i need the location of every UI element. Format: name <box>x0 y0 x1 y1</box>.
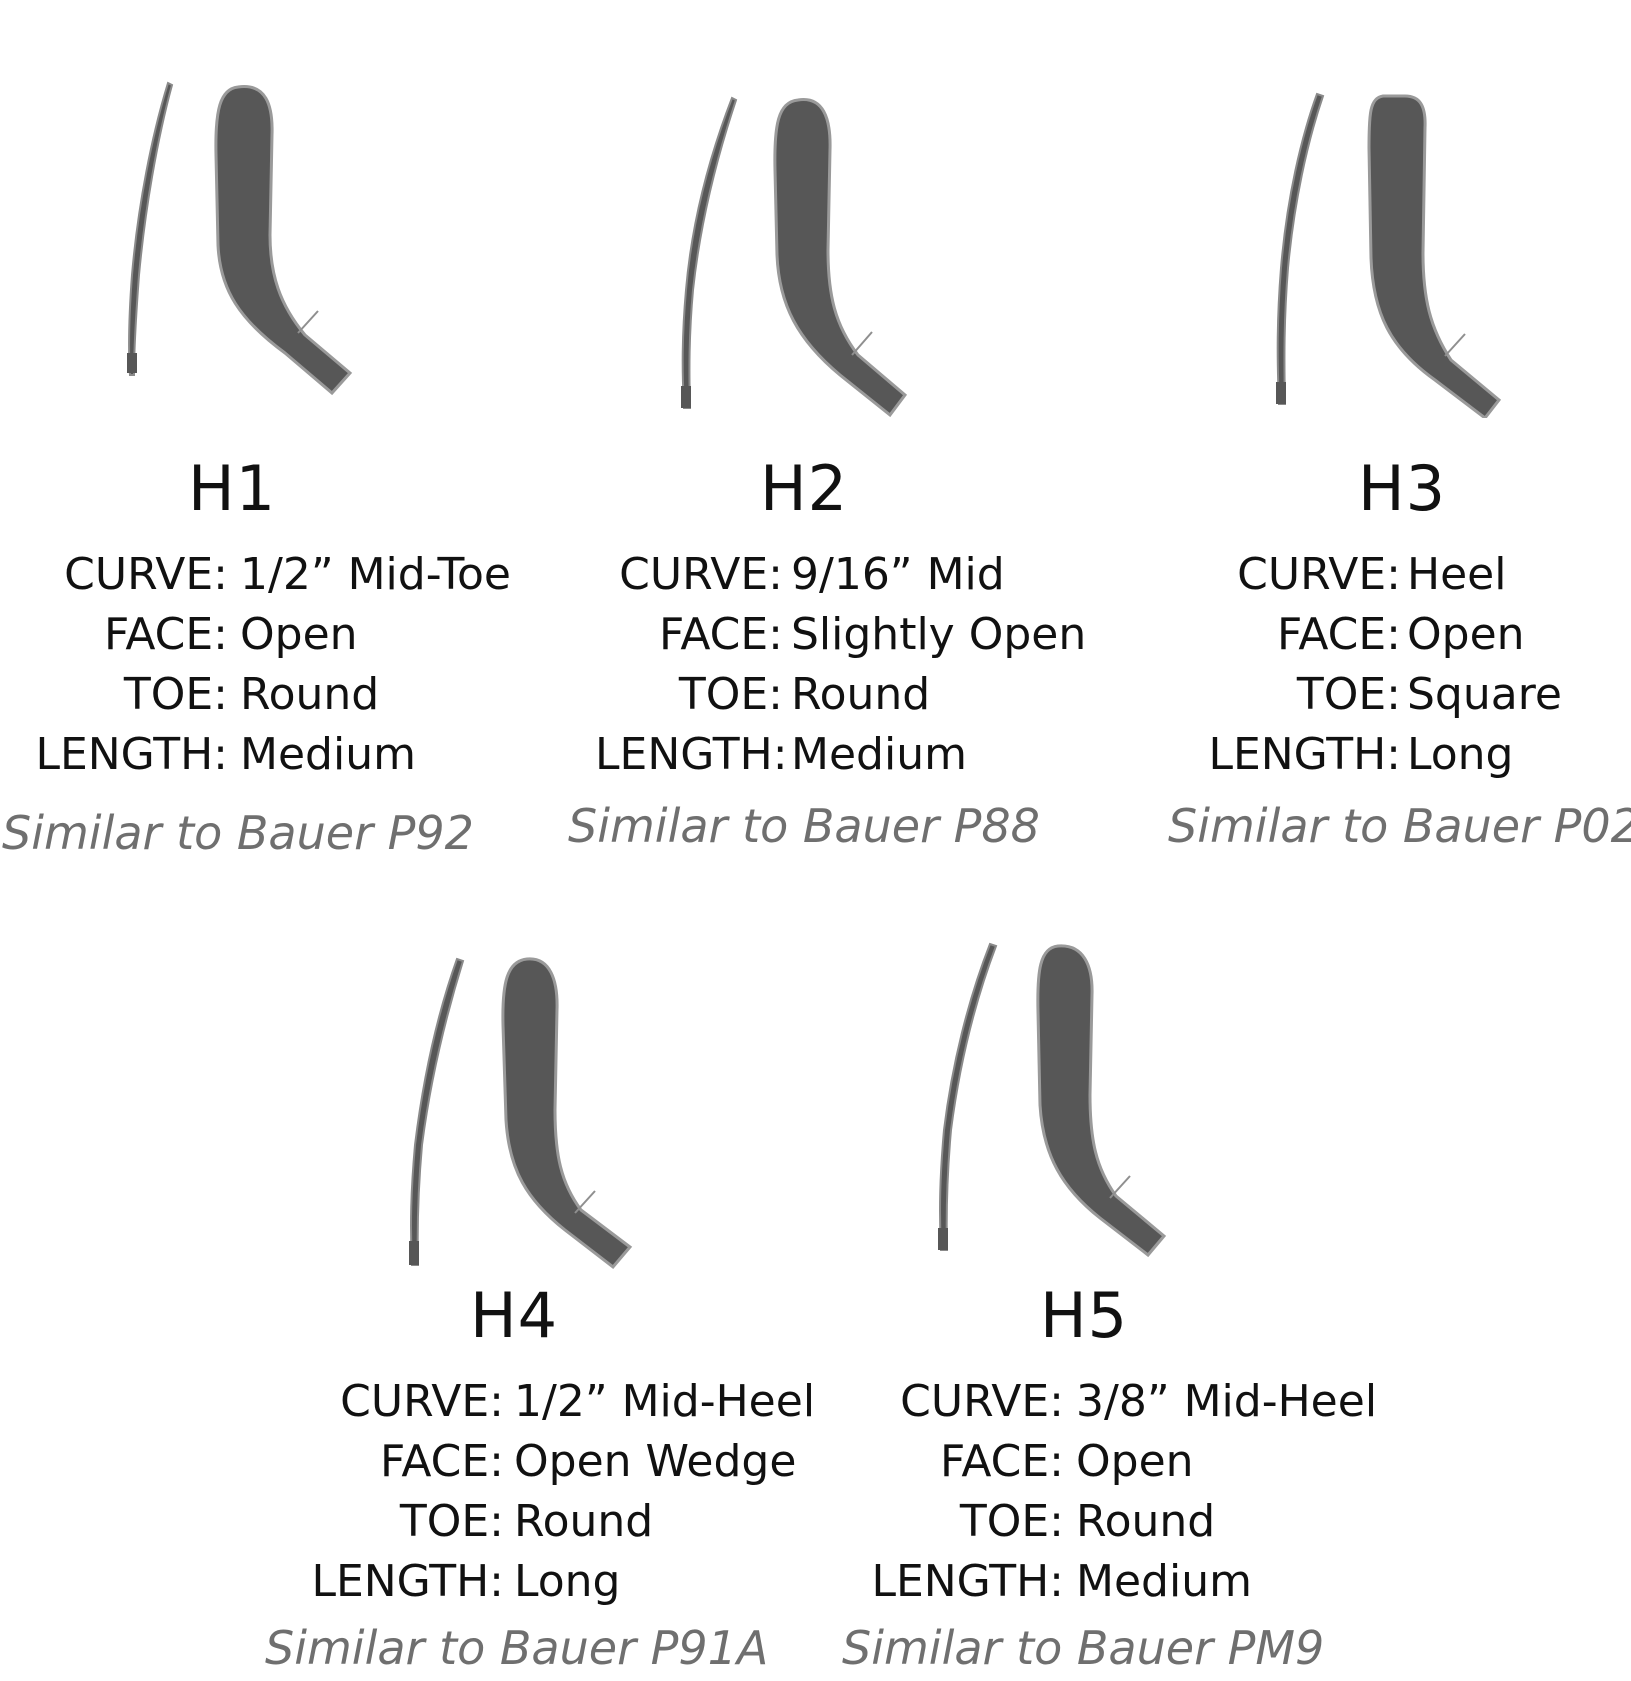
curve-value: 1/2” Mid-Heel <box>514 1376 816 1427</box>
length-value: Long <box>1407 729 1514 780</box>
toe-value: Round <box>791 669 931 720</box>
length-label: LENGTH: <box>595 729 788 780</box>
face-label: FACE: <box>1277 609 1401 660</box>
curve-label: CURVE: <box>340 1376 504 1427</box>
curve-value: 9/16” Mid <box>791 549 1005 600</box>
blade-side-profile-icon <box>127 81 174 376</box>
toe-value: Round <box>240 669 380 720</box>
similar-model: Similar to Bauer PM9 <box>842 1621 1325 1675</box>
curve-value: Heel <box>1407 549 1507 600</box>
curve-specs: CURVE:Heel FACE:Open TOE:Square LENGTH:L… <box>1205 545 1562 785</box>
toe-label: TOE: <box>123 669 228 720</box>
face-label: FACE: <box>940 1436 1064 1487</box>
blade-side-profile-icon <box>409 957 465 1266</box>
curve-specs: CURVE:1/2” Mid-Toe FACE:Open TOE:Round L… <box>30 545 511 785</box>
length-value: Medium <box>1076 1556 1252 1607</box>
curve-specs: CURVE:9/16” Mid FACE:Slightly Open TOE:R… <box>595 545 1086 785</box>
toe-label: TOE: <box>678 669 783 720</box>
blade-side-profile-icon <box>1276 92 1325 405</box>
length-label: LENGTH: <box>311 1556 504 1607</box>
similar-model: Similar to Bauer P92 <box>2 806 474 860</box>
length-label: LENGTH: <box>35 729 228 780</box>
toe-label: TOE: <box>1296 669 1401 720</box>
face-value: Open <box>1076 1436 1194 1487</box>
curve-value: 3/8” Mid-Heel <box>1076 1376 1378 1427</box>
length-label: LENGTH: <box>1208 729 1401 780</box>
curve-code: H2 <box>760 452 849 525</box>
curve-label: CURVE: <box>1237 549 1401 600</box>
face-label: FACE: <box>104 609 228 660</box>
toe-value: Square <box>1407 669 1562 720</box>
blade-illustration-h3 <box>1255 88 1525 418</box>
length-value: Long <box>514 1556 621 1607</box>
blade-face-profile-icon <box>773 98 908 418</box>
curve-code: H5 <box>1040 1279 1129 1352</box>
blade-illustration-h4 <box>385 955 655 1275</box>
similar-model: Similar to Bauer P88 <box>568 799 1040 853</box>
toe-label: TOE: <box>399 1496 504 1547</box>
curve-label: CURVE: <box>619 549 783 600</box>
curve-code: H3 <box>1358 452 1447 525</box>
blade-side-profile-icon <box>681 96 738 409</box>
curve-value: 1/2” Mid-Toe <box>240 549 511 600</box>
face-value: Open <box>240 609 358 660</box>
toe-label: TOE: <box>959 1496 1064 1547</box>
blade-face-profile-icon <box>1367 94 1502 418</box>
blade-face-profile-icon <box>1036 944 1167 1258</box>
face-value: Open <box>1407 609 1525 660</box>
face-label: FACE: <box>380 1436 504 1487</box>
blade-illustration-h5 <box>910 940 1180 1260</box>
face-value: Slightly Open <box>791 609 1087 660</box>
curve-specs: CURVE:1/2” Mid-Heel FACE:Open Wedge TOE:… <box>310 1372 815 1612</box>
curve-label: CURVE: <box>64 549 228 600</box>
curve-label: CURVE: <box>900 1376 1064 1427</box>
curve-specs: CURVE:3/8” Mid-Heel FACE:Open TOE:Round … <box>868 1372 1377 1612</box>
length-label: LENGTH: <box>871 1556 1064 1607</box>
face-label: FACE: <box>659 609 783 660</box>
blade-face-profile-icon <box>501 957 633 1270</box>
similar-model: Similar to Bauer P02 <box>1168 799 1631 853</box>
length-value: Medium <box>240 729 416 780</box>
face-value: Open Wedge <box>514 1436 797 1487</box>
blade-illustration-h1 <box>110 75 380 405</box>
blade-side-profile-icon <box>938 942 998 1251</box>
toe-value: Round <box>1076 1496 1216 1547</box>
curve-code: H1 <box>188 452 277 525</box>
blade-face-profile-icon <box>214 85 353 396</box>
curve-code: H4 <box>470 1279 559 1352</box>
toe-value: Round <box>514 1496 654 1547</box>
blade-illustration-h2 <box>660 90 930 420</box>
similar-model: Similar to Bauer P91A <box>265 1621 769 1675</box>
length-value: Medium <box>791 729 967 780</box>
